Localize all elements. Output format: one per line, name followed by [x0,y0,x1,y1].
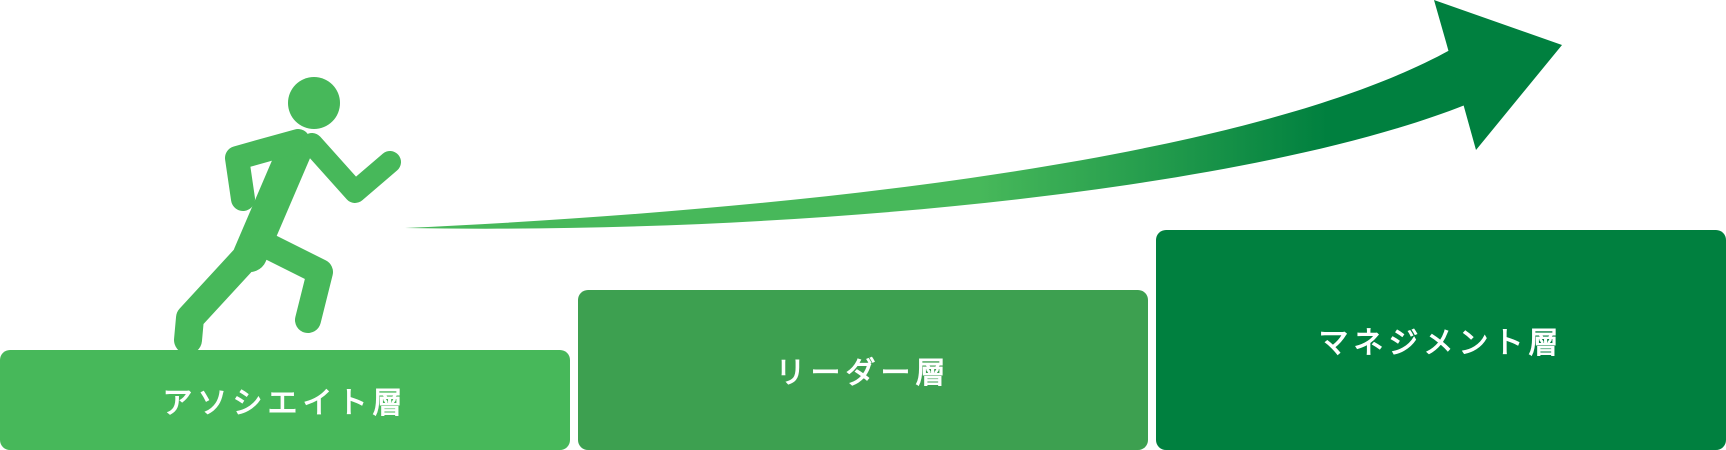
step-leader: リーダー層 [578,290,1148,450]
runner-back-leg [174,241,262,354]
runner-front-arm [301,133,401,203]
running-person-icon [174,77,401,354]
step-label-associate: アソシエイト層 [162,386,408,421]
step-label-management: マネジメント層 [1318,326,1564,361]
step-label-leader: リーダー層 [775,356,951,391]
runner-head [288,77,340,129]
arrow-shaft [405,50,1465,229]
step-management: マネジメント層 [1156,230,1726,450]
runner-back-arm [225,129,310,211]
arrow-head [1434,0,1562,150]
runner-front-leg [249,230,333,333]
upward-curved-arrow-icon [405,0,1562,229]
step-associate: アソシエイト層 [0,350,570,450]
